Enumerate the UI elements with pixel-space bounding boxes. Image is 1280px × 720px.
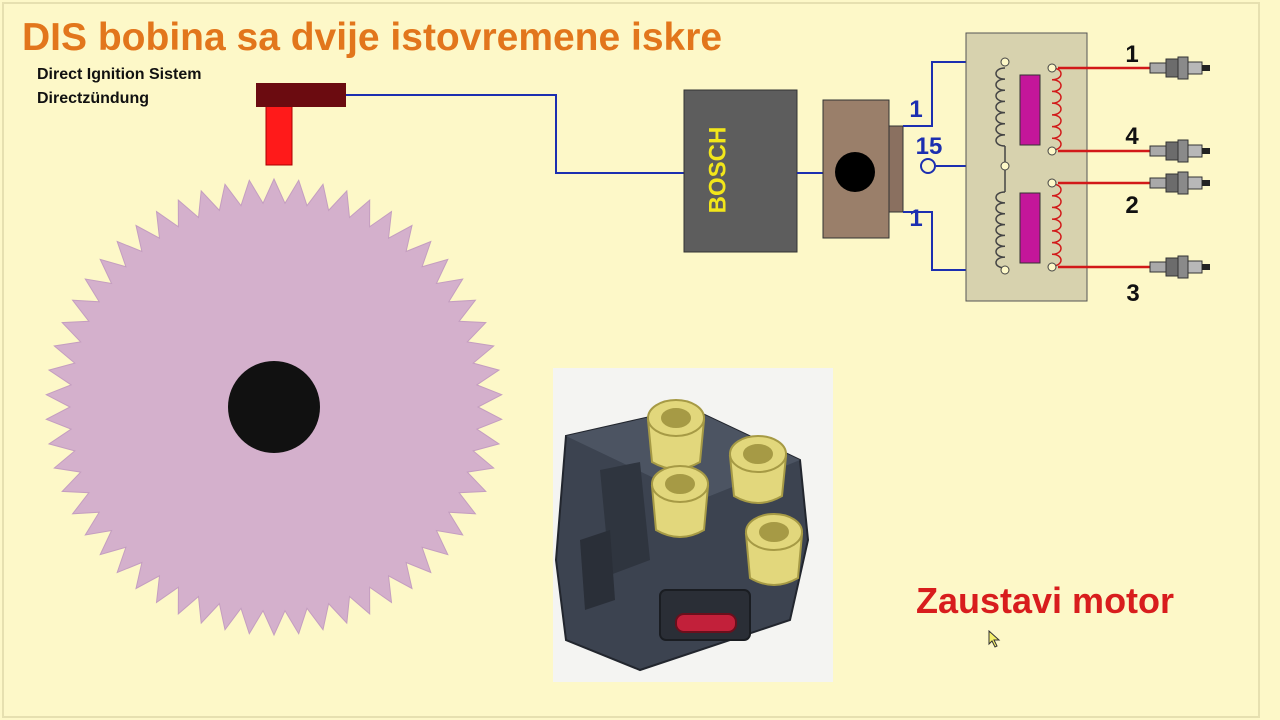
subtitle-line-1: Direct Ignition Sistem <box>37 66 202 83</box>
spark-plug-icon <box>1149 56 1210 80</box>
coil-terminal <box>1000 57 1010 67</box>
coil-winding <box>1051 67 1062 151</box>
ecu-brand-label: BOSCH <box>704 127 731 214</box>
page-title: DIS bobina sa dvije istovremene iskre <box>22 16 723 59</box>
coil-terminal <box>1047 63 1057 73</box>
terminal-15-connector <box>920 158 936 174</box>
ecu-box-icon <box>683 89 798 253</box>
coil-terminal <box>1047 262 1057 272</box>
module-label-15: 15 <box>916 133 943 160</box>
spark-plug-icon <box>1149 255 1210 279</box>
sensor-wire <box>346 94 684 174</box>
module-label-bottom: 1 <box>909 205 922 232</box>
coil-winding <box>995 67 1006 147</box>
wheel-hub <box>228 361 320 453</box>
spark-plug-icon <box>1149 171 1210 195</box>
trigger-wheel-icon <box>45 177 503 637</box>
coil-core-top <box>1019 74 1041 146</box>
plug-label-4: 4 <box>1125 123 1139 150</box>
coil-terminal <box>1047 178 1057 188</box>
module-label-top: 1 <box>909 96 922 123</box>
coil-terminal <box>1000 161 1010 171</box>
coil-winding <box>1051 183 1062 267</box>
subtitle-line-2: Directzündung <box>37 90 149 107</box>
frame-border <box>2 2 1260 718</box>
coil-pack-schematic <box>965 32 1088 302</box>
coil-terminal <box>1047 146 1057 156</box>
coil-core-bottom <box>1019 192 1041 264</box>
coil-winding <box>995 191 1006 269</box>
subtitle: Direct Ignition Sistem Directzündung <box>37 63 201 111</box>
spark-plug-icon <box>1149 139 1210 163</box>
ignition-module <box>822 99 904 239</box>
stop-engine-button[interactable]: Zaustavi motor <box>916 580 1175 621</box>
plug-label-3: 3 <box>1126 280 1139 307</box>
mouse-cursor-icon <box>988 630 1001 648</box>
crank-sensor-icon <box>256 83 346 166</box>
coil-pack-photo-icon <box>553 368 833 682</box>
plug-label-1: 1 <box>1125 41 1138 68</box>
coil-terminal <box>1000 265 1010 275</box>
plug-label-2: 2 <box>1125 192 1138 219</box>
